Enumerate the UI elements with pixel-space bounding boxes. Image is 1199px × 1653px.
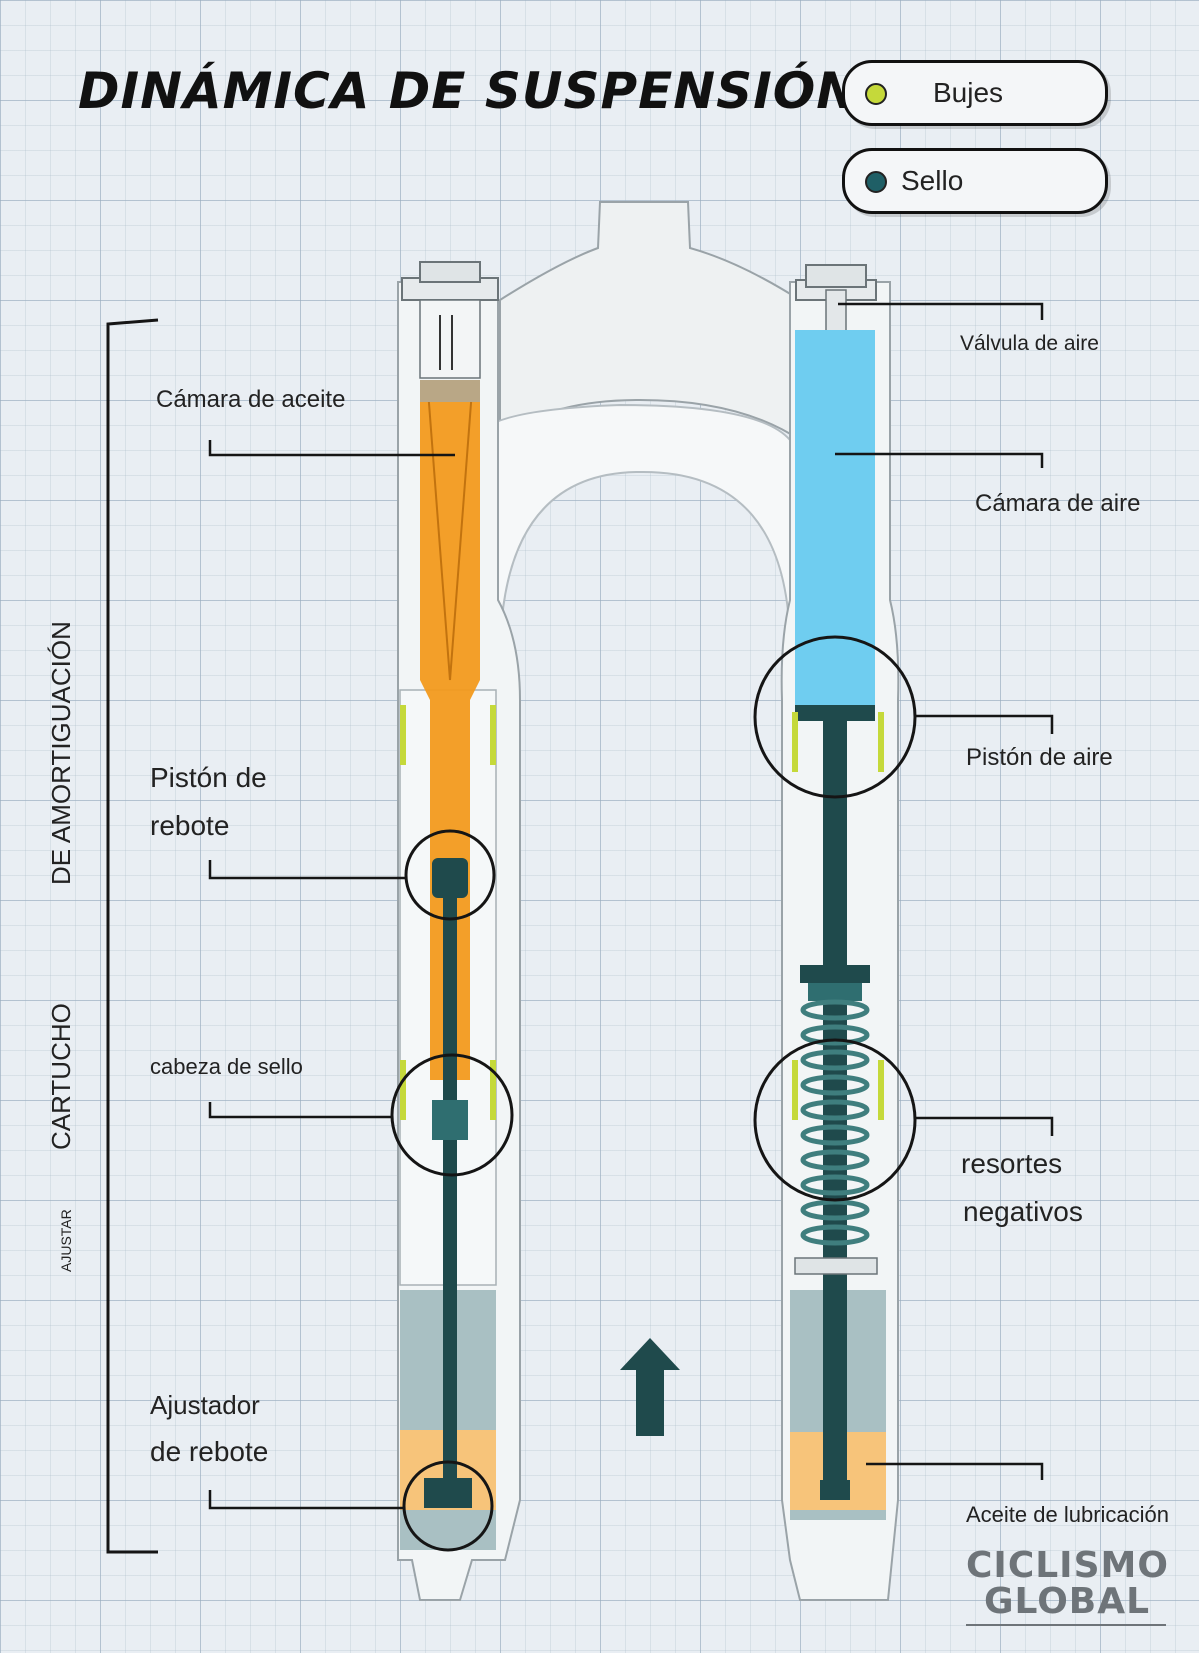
cartridge-bracket — [106, 318, 159, 1554]
vertical-label-amortiguacion: DE AMORTIGUACIÓN — [46, 621, 76, 885]
bushing-color-dot — [865, 83, 887, 105]
brand-logo: CICLISMO GLOBAL — [966, 1545, 1169, 1622]
legend-item-bushings: Bujes — [842, 60, 1108, 126]
label-rebound-adjuster-line1: Ajustador — [150, 1390, 260, 1420]
diagram-title: DINÁMICA DE SUSPENSIÓN — [78, 62, 860, 120]
legend-label-seal: Sello — [901, 165, 964, 196]
legend-item-seal: Sello — [842, 148, 1108, 214]
oil-chamber — [420, 380, 480, 1080]
vertical-label-ajustar: AJUSTAR — [58, 1209, 74, 1272]
fork-crown — [499, 201, 801, 443]
brand-line1: CICLISMO — [966, 1545, 1169, 1586]
seal-color-dot — [865, 171, 887, 193]
label-oil-chamber: Cámara de aceite — [156, 386, 346, 413]
label-rebound-adjuster-line2: de rebote — [150, 1436, 269, 1467]
label-air-piston: Pistón de aire — [966, 744, 1113, 771]
label-air-valve: Válvula de aire — [960, 332, 1099, 355]
leader-lines — [208, 302, 1054, 1510]
label-seal-head: cabeza de sello — [150, 1054, 303, 1079]
vertical-label-cartucho: CARTUCHO — [46, 1003, 76, 1150]
legend-label-bushings: Bujes — [933, 77, 1004, 108]
label-rebound-piston-line2: rebote — [150, 810, 230, 841]
up-arrow-icon — [620, 1338, 680, 1436]
label-negative-springs-line2: negativos — [963, 1196, 1083, 1227]
air-shaft — [794, 720, 878, 1500]
right-bushings — [792, 712, 884, 1120]
label-negative-springs-line1: resortes — [961, 1148, 1063, 1179]
air-chamber — [795, 330, 875, 721]
label-air-chamber: Cámara de aire — [975, 490, 1141, 517]
fork-arch — [477, 403, 791, 661]
label-lube-oil: Aceite de lubricación — [966, 1502, 1170, 1527]
negative-springs — [800, 999, 870, 1246]
left-bushings — [400, 705, 496, 1120]
brand-line2: GLOBAL — [984, 1581, 1151, 1622]
brand-underline — [966, 1624, 1166, 1626]
damper-shaft — [424, 858, 472, 1508]
label-rebound-piston-line1: Pistón de — [150, 762, 267, 793]
